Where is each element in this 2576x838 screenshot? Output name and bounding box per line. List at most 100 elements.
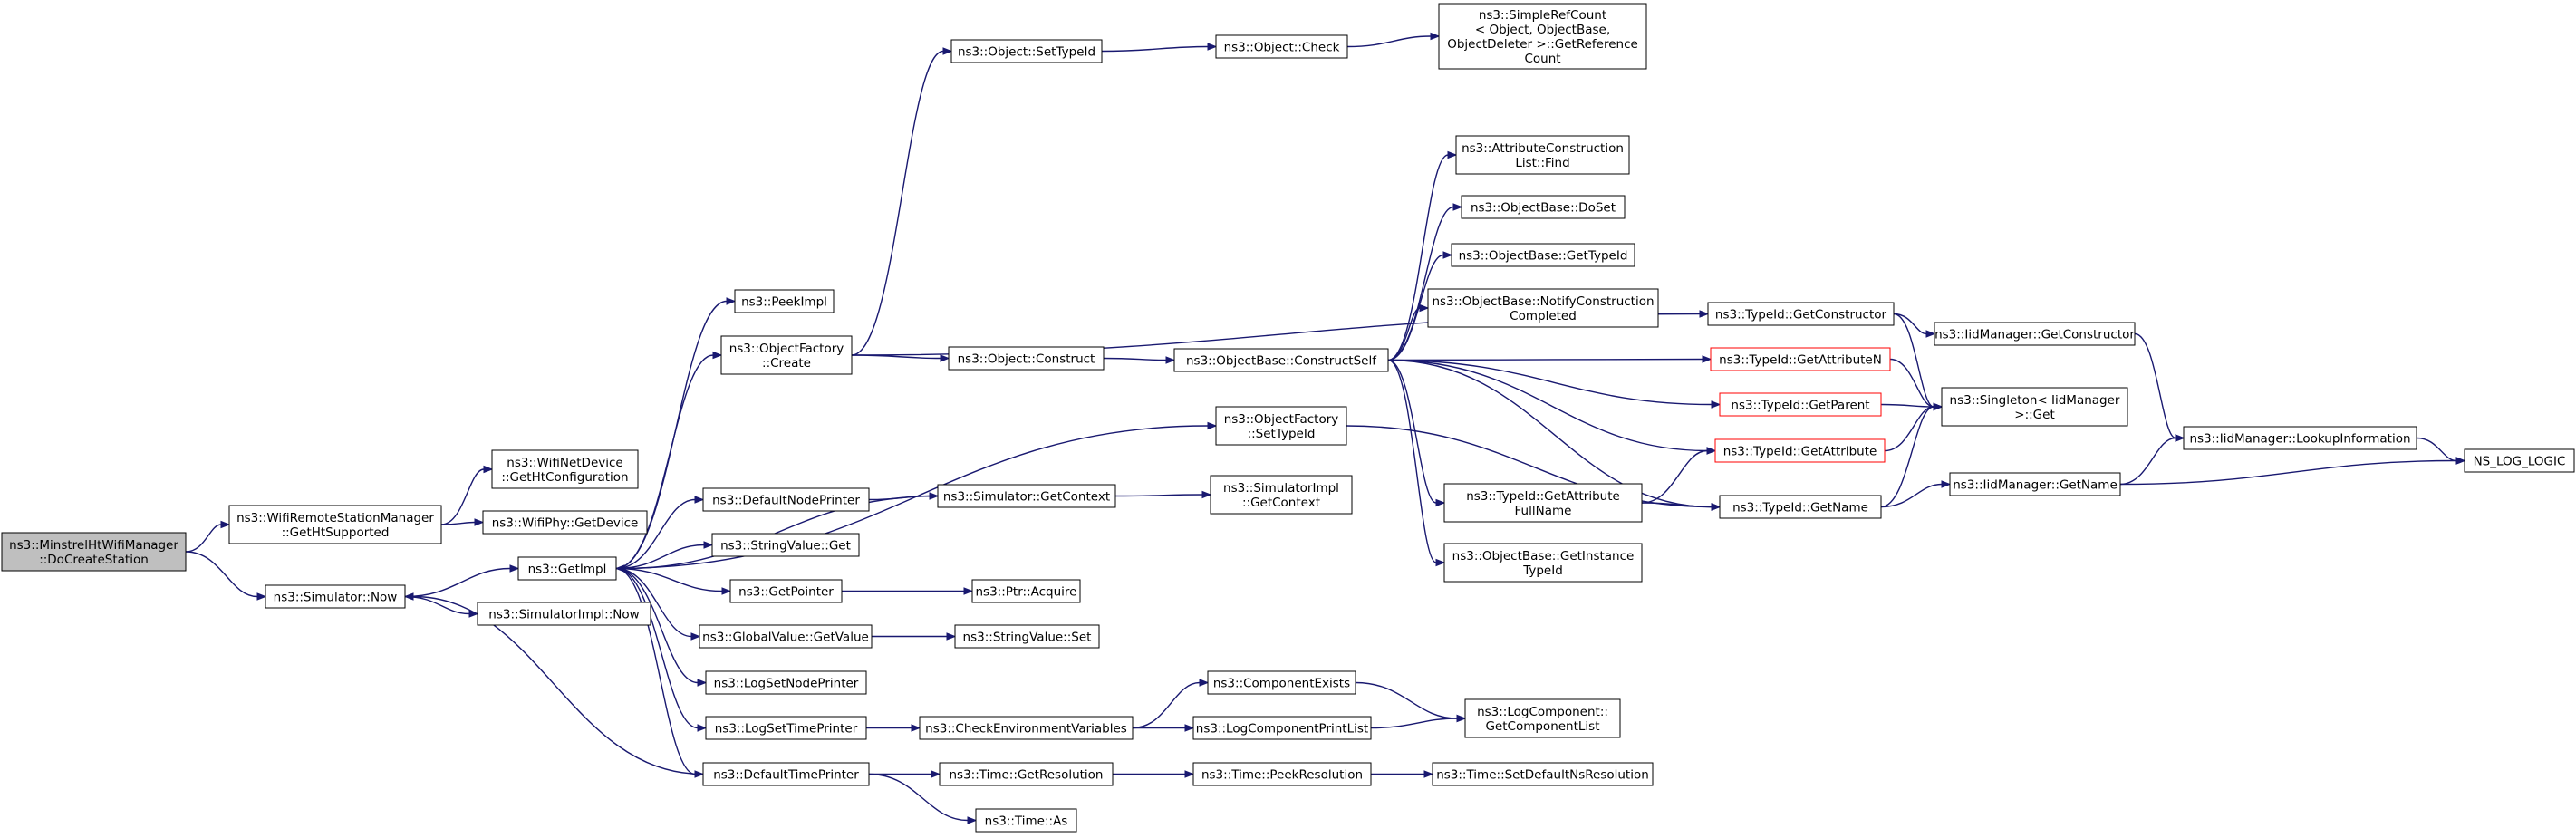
node-box [711,533,860,557]
node-sim-get-context[interactable]: ns3::Simulator::GetContext [937,484,1116,508]
node-iid-lookup[interactable]: ns3::IidManager::LookupInformation [2183,426,2417,450]
node-of-create[interactable]: ns3::ObjectFactory::Create [720,335,853,375]
node-label: ns3::WifiNetDevice [507,456,622,470]
node-ptr-acquire[interactable]: ns3::Ptr::Acquire [971,579,1081,603]
node-label: ns3::AttributeConstruction [1462,141,1624,156]
node-label: ns3::ObjectBase::ConstructSelf [1186,354,1377,369]
node-peek-impl[interactable]: ns3::PeekImpl [734,289,835,313]
node-label: ns3::ObjectBase::DoSet [1471,201,1616,216]
node-get-pointer[interactable]: ns3::GetPointer [729,579,843,603]
edge-ob-construct-self-to-tid-get-parent [1387,359,1722,409]
node-str-val-get[interactable]: ns3::StringValue::Get [711,533,860,557]
node-box [1215,34,1348,59]
node-def-node-printer[interactable]: ns3::DefaultNodePrinter [702,487,870,512]
node-box [720,335,853,375]
node-box [482,510,648,535]
node-box [1215,406,1347,446]
node-obj-set-type-id[interactable]: ns3::Object::SetTypeId [950,39,1103,63]
node-get-ht-supported[interactable]: ns3::WifiRemoteStationManager::GetHtSupp… [228,505,442,544]
node-tid-get-constructor[interactable]: ns3::TypeId::GetConstructor [1707,302,1895,326]
node-box [975,808,1077,833]
node-tid-get-parent[interactable]: ns3::TypeId::GetParent [1719,392,1882,417]
node-def-time-printer[interactable]: ns3::DefaultTimePrinter [702,762,870,786]
node-comp-exists[interactable]: ns3::ComponentExists [1207,670,1356,695]
node-ob-notify[interactable]: ns3::ObjectBase::NotifyConstructionCompl… [1427,288,1659,328]
node-box [1461,195,1626,219]
node-tid-get-attr[interactable]: ns3::TypeId::GetAttribute [1714,438,1886,463]
node-obj-construct[interactable]: ns3::Object::Construct [948,346,1105,371]
node-get-device[interactable]: ns3::WifiPhy::GetDevice [482,510,648,535]
node-label: ns3::IidManager::GetName [1953,478,2118,493]
node-sim-impl-now[interactable]: ns3::SimulatorImpl::Now [477,602,651,626]
edge-root-to-sim-now [185,551,267,601]
node-label: ::DoCreateStation [39,553,149,567]
node-label: ns3::PeekImpl [741,295,827,310]
edge-tid-get-attr-full-name-to-tid-get-name [1641,502,1722,511]
node-label: ns3::SimulatorImpl::Now [488,608,639,622]
edge-def-time-printer-to-sim-now [403,592,704,775]
node-label: ::Create [762,356,811,371]
node-box [1719,495,1882,519]
node-iid-get-constructor[interactable]: ns3::IidManager::GetConstructor [1934,322,2136,346]
node-label: ns3::ObjectBase::GetTypeId [1459,249,1628,264]
node-singleton-get[interactable]: ns3::Singleton< IidManager>::Get [1941,387,2128,427]
node-log-set-node-printer[interactable]: ns3::LogSetNodePrinter [705,670,867,695]
edge-get-ht-supported-to-get-device [440,518,485,526]
node-gv-get-value[interactable]: ns3::GlobalValue::GetValue [699,624,873,649]
edge-check-env-to-comp-exists [1132,679,1210,729]
node-ob-do-set[interactable]: ns3::ObjectBase::DoSet [1461,195,1626,219]
node-label: Completed [1510,309,1577,323]
edge-check-env-to-log-comp-print-list [1132,724,1195,732]
node-label: ns3::ObjectFactory [1224,412,1339,427]
node-time-set-def-ns[interactable]: ns3::Time::SetDefaultNsResolution [1432,762,1654,786]
node-ob-get-type-id[interactable]: ns3::ObjectBase::GetTypeId [1451,243,1635,267]
node-log-set-time-printer[interactable]: ns3::LogSetTimePrinter [705,716,867,740]
node-lc-get-comp-list[interactable]: ns3::LogComponent::GetComponentList [1464,698,1621,738]
node-of-set-type-id[interactable]: ns3::ObjectFactory::SetTypeId [1215,406,1347,446]
node-ob-construct-self[interactable]: ns3::ObjectBase::ConstructSelf [1173,348,1389,372]
node-label: ns3::GetImpl [528,563,607,577]
node-obj-check[interactable]: ns3::Object::Check [1215,34,1348,59]
node-tid-get-attr-n[interactable]: ns3::TypeId::GetAttributeN [1710,347,1891,371]
node-get-impl[interactable]: ns3::GetImpl [517,556,617,581]
edge-tid-get-attr-full-name-to-tid-get-attr [1641,447,1717,504]
node-log-comp-print-list[interactable]: ns3::LogComponentPrintList [1192,716,1372,740]
node-sim-impl-get-context[interactable]: ns3::SimulatorImpl::GetContext [1210,475,1353,515]
node-label: ns3::ObjectBase::NotifyConstruction [1432,294,1654,309]
edge-get-impl-to-def-node-printer [615,496,705,570]
node-str-val-set[interactable]: ns3::StringValue::Set [954,624,1100,649]
node-simple-ref-count[interactable]: ns3::SimpleRefCount< Object, ObjectBase,… [1438,3,1647,70]
node-label: ns3::SimpleRefCount [1479,8,1606,23]
node-label: ns3::Simulator::GetContext [943,490,1110,505]
node-time-as[interactable]: ns3::Time::As [975,808,1077,833]
node-label: ns3::Simulator::Now [274,591,398,605]
edge-ob-construct-self-to-tid-get-attr [1387,359,1717,455]
node-label: ns3::CheckEnvironmentVariables [925,722,1127,737]
node-label: ::SetTypeId [1248,427,1316,441]
node-label: ns3::DefaultTimePrinter [713,768,859,783]
node-root[interactable]: ns3::MinstrelHtWifiManager::DoCreateStat… [1,532,187,572]
edge-iid-get-name-to-iid-lookup [2119,434,2185,486]
call-edges [185,32,2466,824]
node-ns-log-logic[interactable]: NS_LOG_LOGIC [2464,448,2575,473]
edge-def-time-printer-to-time-as [868,773,978,824]
node-box [1438,3,1647,70]
node-get-ht-config[interactable]: ns3::WifiNetDevice::GetHtConfiguration [491,449,639,489]
node-tid-get-name[interactable]: ns3::TypeId::GetName [1719,495,1882,519]
node-iid-get-name[interactable]: ns3::IidManager::GetName [1949,472,2121,496]
node-check-env[interactable]: ns3::CheckEnvironmentVariables [919,716,1134,740]
edge-ob-construct-self-to-ob-notify [1387,303,1430,361]
node-box [954,624,1100,649]
node-sim-now[interactable]: ns3::Simulator::Now [265,584,406,609]
node-box [1455,135,1630,175]
node-box [1719,392,1882,417]
edge-sim-now-to-get-impl [404,564,520,598]
node-label: ns3::IidManager::LookupInformation [2189,432,2410,447]
node-time-peek-res[interactable]: ns3::Time::PeekResolution [1192,762,1372,786]
node-time-get-res[interactable]: ns3::Time::GetResolution [939,762,1114,786]
node-box [939,762,1114,786]
